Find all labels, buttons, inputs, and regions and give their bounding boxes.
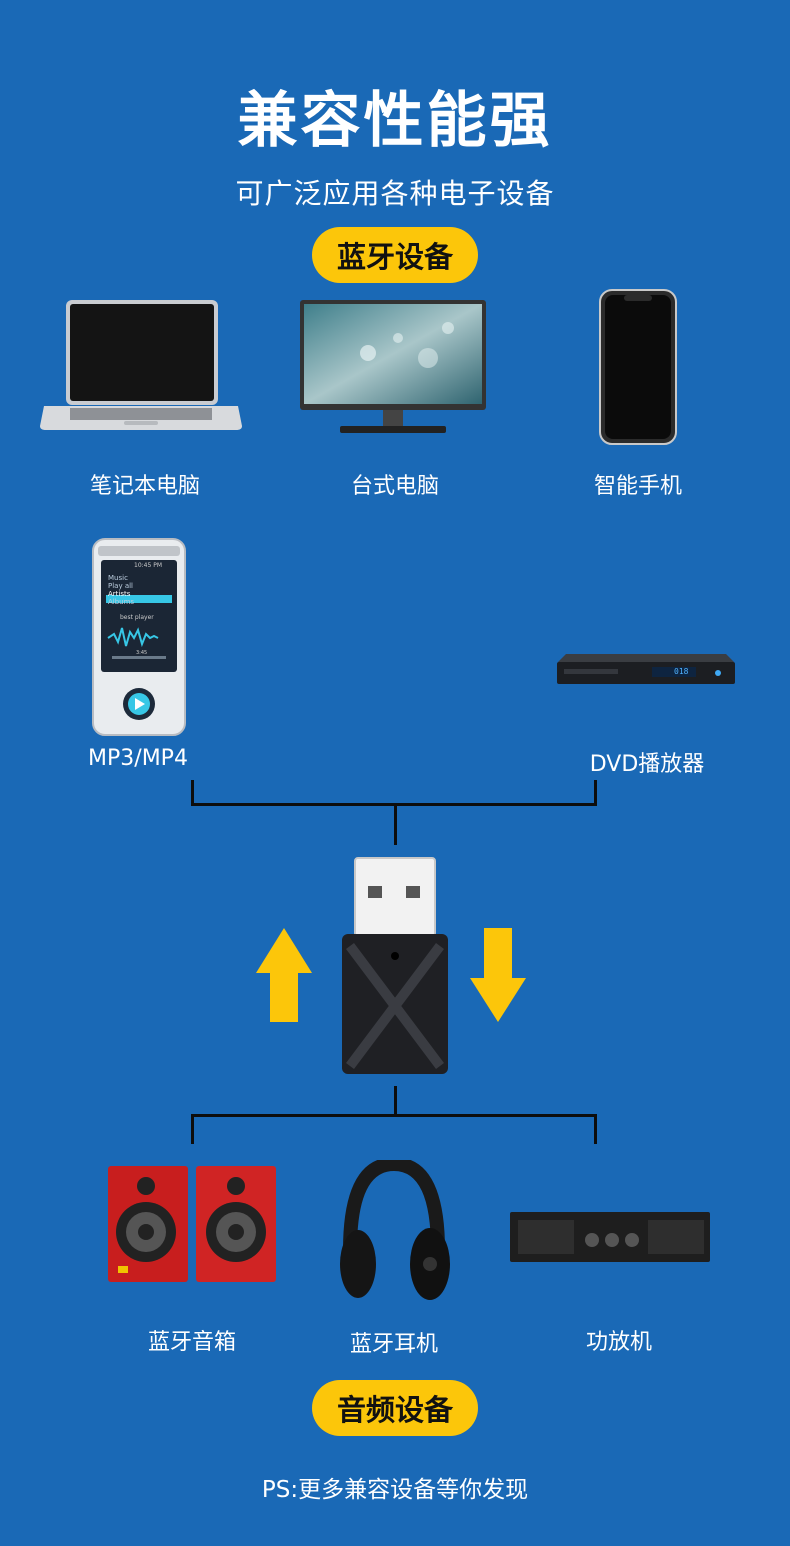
device-label-dvd: DVD播放器 <box>589 752 705 777</box>
device-label-desktop: 台式电脑 <box>350 474 439 499</box>
connector-line <box>191 1114 597 1117</box>
device-label-smartphone: 智能手机 <box>593 474 682 499</box>
mp3-time-text: 3:45 <box>136 650 148 656</box>
audio-devices-badge: 音频设备 <box>312 1380 478 1436</box>
bluetooth-headphones-image <box>340 1160 450 1300</box>
desktop-monitor-image <box>300 300 486 433</box>
device-label-speaker: 蓝牙音箱 <box>147 1330 236 1355</box>
smartphone-image <box>599 289 677 445</box>
device-label-amplifier: 功放机 <box>585 1330 652 1355</box>
laptop-image <box>40 300 242 430</box>
page-subtitle: 可广泛应用各种电子设备 <box>235 177 555 210</box>
connector-line <box>594 780 597 805</box>
connector-line <box>191 1114 194 1144</box>
arrow-up-icon <box>256 928 312 1022</box>
device-label-laptop: 笔记本电脑 <box>89 474 200 499</box>
connector-line <box>394 1086 397 1116</box>
footer-note: PS:更多兼容设备等你发现 <box>261 1477 529 1503</box>
mp3-caption-text: best player <box>120 614 154 621</box>
mp3-menu-item: Artists <box>108 590 131 598</box>
mp3-menu: Music Play all Artists Albums <box>108 574 168 606</box>
dvd-display-text: 018 <box>674 667 689 676</box>
connector-line <box>594 1114 597 1144</box>
usb-bluetooth-adapter-image <box>342 857 448 1074</box>
dvd-player-image: 018 <box>556 652 736 688</box>
connector-line <box>191 780 194 805</box>
page-title: 兼容性能强 <box>237 86 553 156</box>
device-label-mp3: MP3/MP4 <box>88 746 188 771</box>
connector-line <box>394 803 397 845</box>
mp3-player-image: 10:45 PM Music Play all Artists Albums b… <box>92 538 186 736</box>
amplifier-image <box>510 1212 710 1262</box>
bluetooth-devices-badge: 蓝牙设备 <box>312 227 478 283</box>
mp3-menu-item: Play all <box>108 582 134 590</box>
arrow-down-icon <box>470 928 526 1022</box>
bluetooth-speakers-image <box>108 1166 276 1282</box>
mp3-status-text: 10:45 PM <box>134 562 162 569</box>
mp3-menu-item: Music <box>108 574 128 582</box>
device-label-headphones: 蓝牙耳机 <box>349 1332 438 1357</box>
mp3-menu-item: Albums <box>108 598 135 606</box>
